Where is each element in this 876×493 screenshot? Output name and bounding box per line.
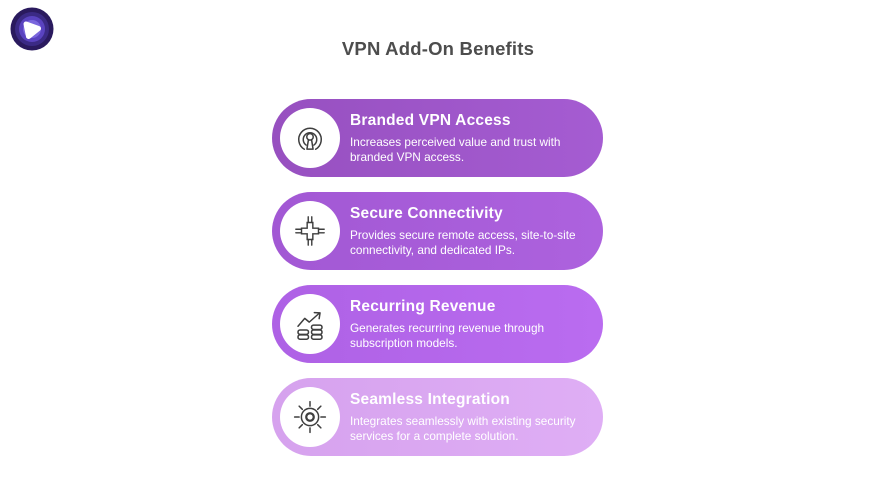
card-description: Increases perceived value and trust with… [350, 134, 561, 164]
page-title: VPN Add-On Benefits [341, 38, 535, 59]
card-title: Branded VPN Access [350, 111, 511, 129]
card-description: Provides secure remote access, site-to-s… [350, 227, 576, 257]
card-title: Recurring Revenue [350, 297, 496, 315]
purevpn-logo [10, 7, 54, 51]
purevpn-logo-icon [10, 7, 54, 51]
benefit-card-branded-vpn-access: Branded VPN Access Increases perceived v… [272, 99, 603, 177]
card-text: Recurring Revenue Generates recurring re… [350, 298, 603, 351]
card-title: Secure Connectivity [350, 204, 503, 222]
coins-growth-icon [280, 294, 340, 354]
card-description: Generates recurring revenue through subs… [350, 320, 545, 350]
circuit-node-icon [280, 201, 340, 261]
card-title: Seamless Integration [350, 390, 510, 408]
benefit-card-secure-connectivity: Secure Connectivity Provides secure remo… [272, 192, 603, 270]
card-text: Branded VPN Access Increases perceived v… [350, 112, 603, 165]
benefits-list: Branded VPN Access Increases perceived v… [272, 99, 603, 456]
card-description: Integrates seamlessly with existing secu… [350, 413, 576, 443]
benefit-card-seamless-integration: Seamless Integration Integrates seamless… [272, 378, 603, 456]
card-text: Secure Connectivity Provides secure remo… [350, 205, 603, 258]
card-text: Seamless Integration Integrates seamless… [350, 391, 603, 444]
gear-sun-icon [280, 387, 340, 447]
openvpn-keyhole-icon [280, 108, 340, 168]
benefit-card-recurring-revenue: Recurring Revenue Generates recurring re… [272, 285, 603, 363]
